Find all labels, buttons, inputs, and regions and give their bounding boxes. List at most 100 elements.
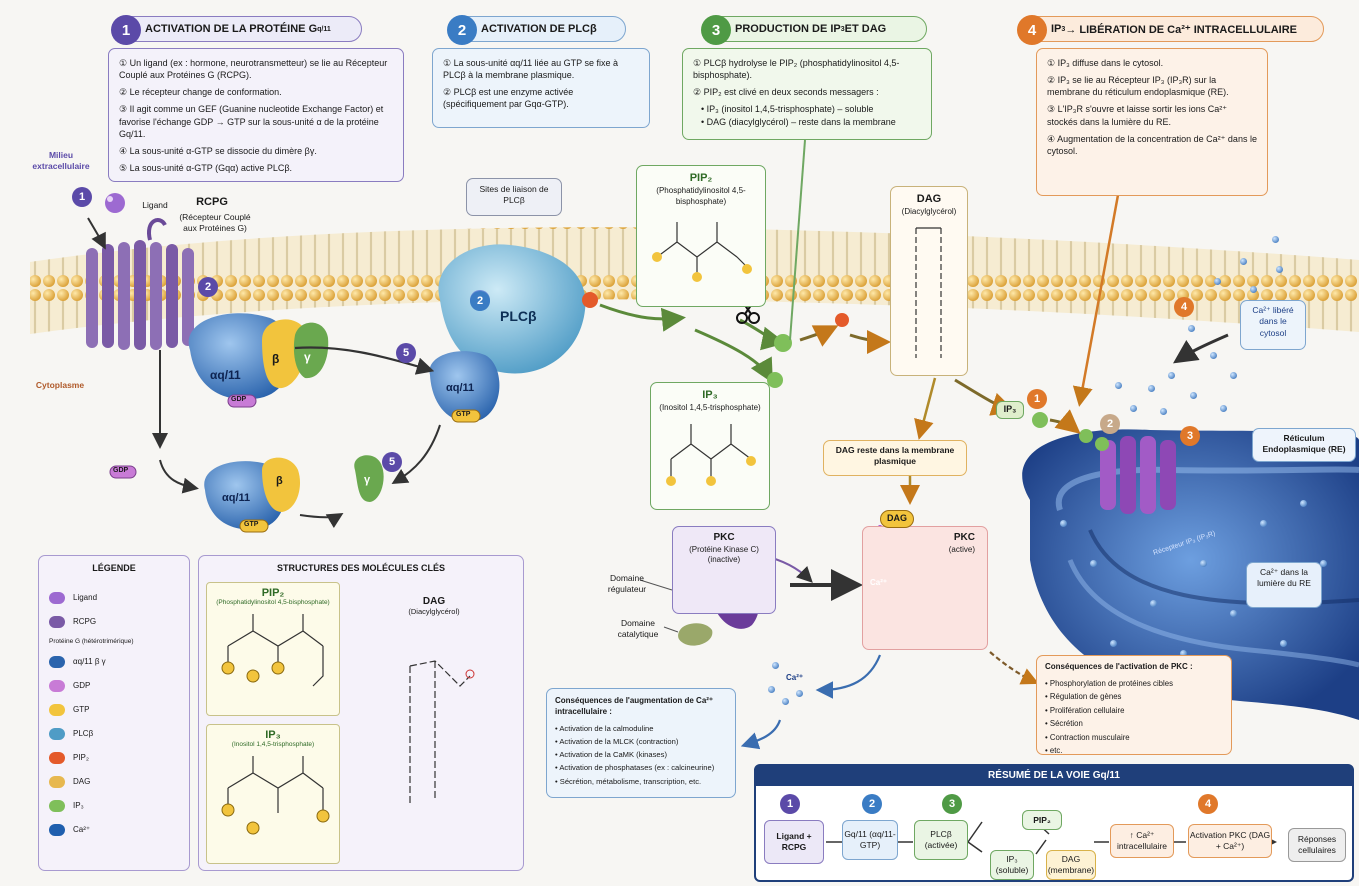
legend-swatch [49,728,65,741]
label-ca-small: Ca²⁺ [786,673,804,682]
calcium-ion [1260,520,1267,527]
pkc-inactive-title: PKC [713,532,735,543]
marker-4-1: 1 [1027,389,1047,409]
label-alpha-active: αq/11 [446,382,475,394]
step-1-box: ① Un ligand (ex : hormone, neurotransmet… [108,48,404,182]
pkc-active-sub: (active) [948,544,975,554]
calcium-ion [1230,372,1237,379]
summary-title: RÉSUMÉ DE LA VOIE Gq/11 [756,766,1352,786]
calcium-ion [1130,405,1137,412]
list-item: • Contraction musculaire [1045,732,1130,742]
step-3-badge: 3 [701,15,731,45]
dag-card: DAG (Diacylglycérol) [890,186,968,376]
struct-ip3-title: IP₃ [265,729,281,741]
struct-ip3-sub: (Inositol 1,4,5-trisphosphate) [231,741,315,748]
summary-responses: Réponses cellulaires [1288,828,1346,862]
summary-gq: Gq/11 (αq/11-GTP) [842,820,898,860]
step-4-item-4: ④ Augmentation de la concentration de Ca… [1047,133,1257,156]
marker-1-ligand: 1 [72,187,92,207]
step-4-box: ① IP₃ diffuse dans le cytosol. ② IP₃ se … [1036,48,1268,196]
list-item: • Phosphorylation de protéines cibles [1045,678,1173,688]
ip3-tag: IP₃ [996,401,1024,419]
list-item: • Activation de la calmoduline [555,723,654,733]
ca-consequences-box: Conséquences de l'augmentation de Ca²⁺ i… [546,688,736,798]
legend-label: Ca²⁺ [73,824,91,834]
header-2-text: ACTIVATION DE PLCβ [481,23,597,35]
ip3-receptor [1100,436,1176,514]
label-beta-dissoc: β [276,475,283,487]
label-catalytic-domain: Domaine catalytique [617,618,659,639]
legend-swatch [49,800,65,813]
dag-tag: DAG [880,510,914,528]
alpha-gtp-active [429,351,500,422]
step-1-badge: 1 [111,15,141,45]
dag-card-sub: (Diacylglycérol) [901,206,957,216]
step-2-item-2: ② PLCβ est une enzyme activée (spécifiqu… [443,87,574,110]
rcpg-receptor [86,218,194,350]
pkc-inactive-card: PKC (Protéine Kinase C) (inactive) [672,526,776,614]
summary-badge-4: 4 [1198,794,1218,814]
label-cytoplasm: Cytoplasme [35,380,85,390]
calcium-ion [1150,600,1157,607]
calcium-ion [782,698,789,705]
summary-badge-1: 1 [780,794,800,814]
marker-2-receptor: 2 [198,277,218,297]
struct-pip2-drawing [221,614,324,687]
calcium-ion [1214,278,1221,285]
er-title-box: Réticulum Endoplasmique (RE) [1252,428,1356,462]
pip2-card-title: PIP₂ [689,172,713,184]
er-lumen-box: Ca²⁺ dans la lumière du RE [1246,562,1322,608]
calcium-ion [1148,385,1155,392]
legend-item: IP₃ [49,794,179,818]
g-protein-trimer [188,313,329,400]
calcium-ion [1110,640,1117,647]
list-item: • Sécrétion, métabolisme, transcription,… [555,776,702,786]
label-regulatory-domain: Domaine régulateur [607,573,647,594]
step-2-item-1: ① La sous-unité αq/11 liée au GTP se fix… [443,58,619,81]
legend-label: DAG [73,776,91,786]
step-1-item-2: ② Le récepteur change de conformation. [119,87,282,98]
calcium-ion [772,662,779,669]
legend-swatch [49,776,65,789]
step-3-bullet-ip3: • IP₃ (inositol 1,4,5-trisphosphate) – s… [701,104,874,115]
legend-item: DAG [49,770,179,794]
step-4-item-3: ③ L'IP₃R s'ouvre et laisse sortir les io… [1047,104,1227,127]
legend-item: GDP [49,674,179,698]
legend-swatch [49,656,65,669]
calcium-ion [1180,650,1187,657]
legend-label: Protéine G (hétérotrimérique) [49,637,134,645]
calcium-ion [1320,560,1327,567]
label-gdp-trimer: GDP [231,396,247,403]
header-3-pre: PRODUCTION DE IP [735,23,841,35]
label-gtp-active: GTP [456,411,471,418]
step-2-box: ① La sous-unité αq/11 liée au GTP se fix… [432,48,650,128]
legend-swatch [49,616,65,629]
legend-item: Ligand [49,586,179,610]
summary-dag: DAG (membrane) [1046,850,1096,880]
label-binding-sites: Sites de liaison de PLCβ [466,178,562,216]
calcium-ion [1240,258,1247,265]
list-item: • Sécrétion [1045,719,1083,729]
dag-remains-box: DAG reste dans la membrane plasmique [823,440,967,476]
calcium-ion [768,686,775,693]
ca-tag-pkc: Ca²⁺ [870,578,888,587]
legend-label: PLCβ [73,728,94,738]
label-gdp-free: GDP [113,467,129,474]
legend-label: PIP₂ [73,752,89,762]
summary-pkc: Activation PKC (DAG + Ca²⁺) [1188,824,1272,858]
calcium-ion [1276,266,1283,273]
step-2-badge: 2 [447,15,477,45]
label-rcpg-sub: (Récepteur Couplé aux Protéines G) [179,212,251,233]
legend-swatch [49,752,65,765]
ca-consequences-title: Conséquences de l'augmentation de Ca²⁺ i… [555,696,714,716]
marker-4-3: 3 [1180,426,1200,446]
ip3-structure [666,423,756,486]
label-plcb: PLCβ [500,308,537,324]
legend-item: αq/11 β γ [49,650,179,674]
calcium-ion [1188,325,1195,332]
summary-badge-3: 3 [942,794,962,814]
